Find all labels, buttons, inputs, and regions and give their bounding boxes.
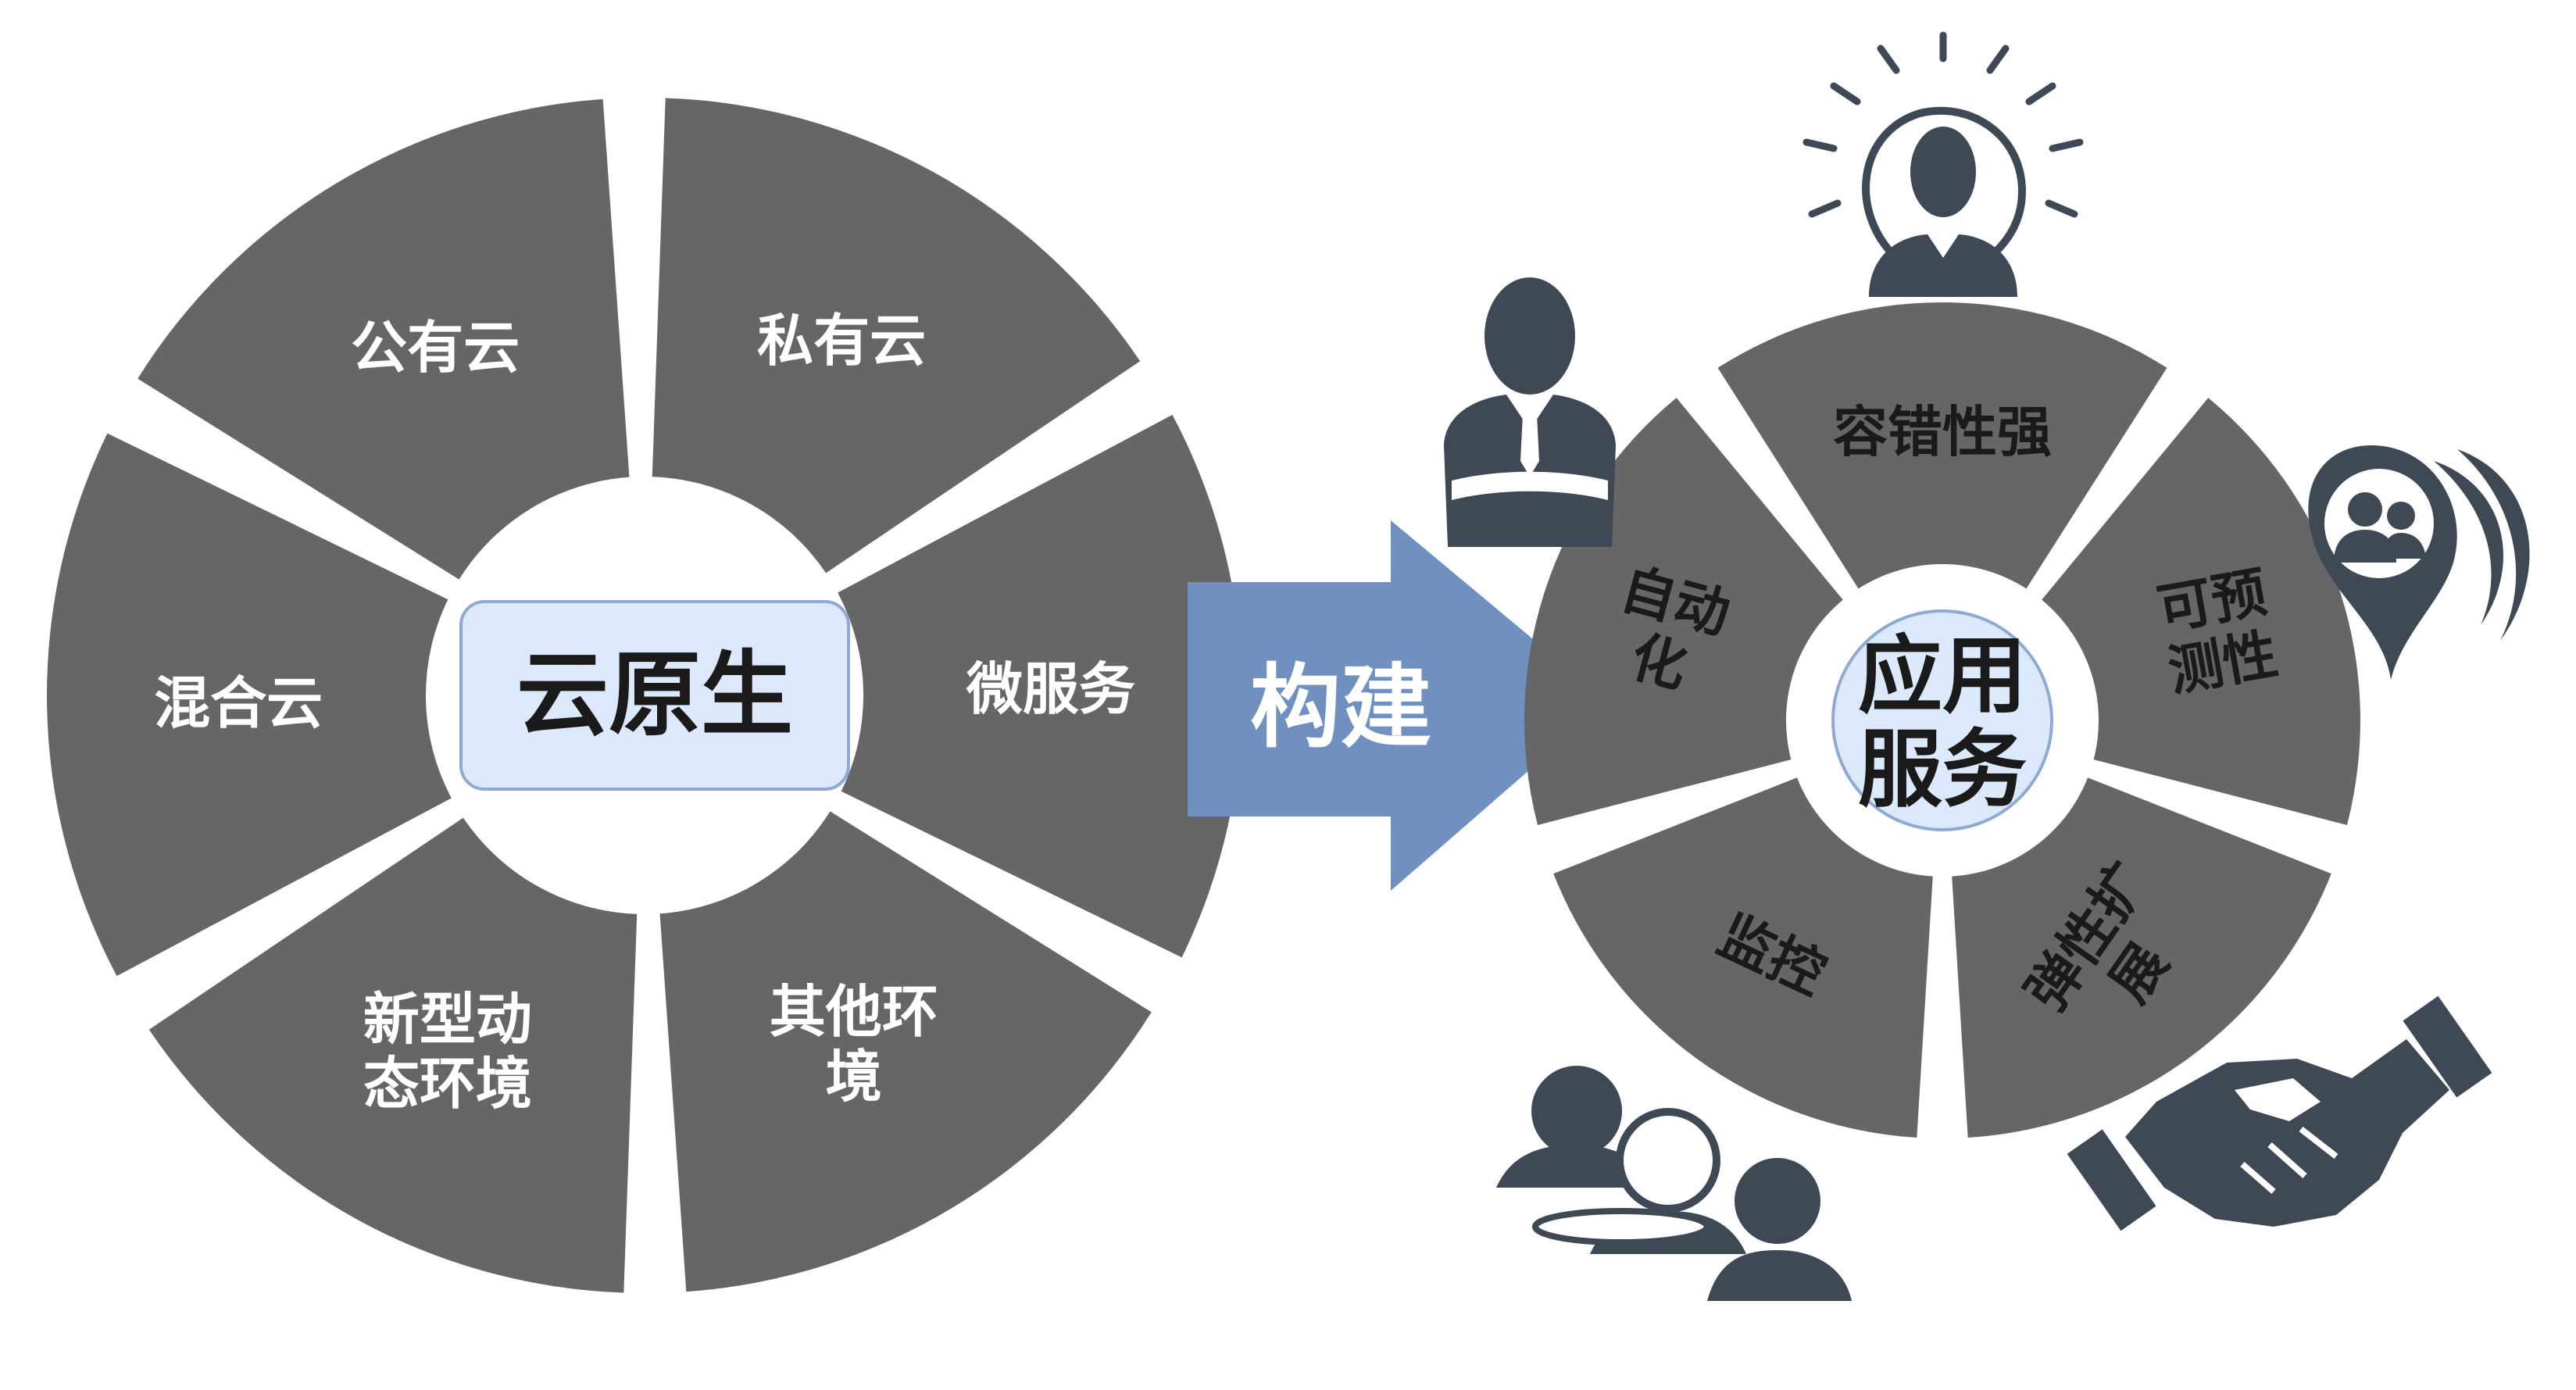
segment-label-other-env-2: 境: [826, 1044, 882, 1109]
center-line-2: 服务: [1858, 721, 2027, 819]
segment-new-dynamic-env: [148, 817, 638, 1293]
segment-label-new-dynamic-env-1: 新型动: [363, 986, 532, 1052]
segment-other-env: [659, 811, 1152, 1292]
handshake-icon: [2067, 995, 2492, 1231]
segment-label-public-1: 公有云: [351, 315, 520, 381]
segment-predictability: [2042, 398, 2360, 825]
segment-hybrid: [46, 433, 452, 977]
arrow-shape: [1188, 520, 1608, 891]
center-box: [459, 600, 850, 791]
segment-label-private-1: 私有云: [757, 308, 926, 373]
segment-microservice: [838, 414, 1242, 958]
businessman-arms-crossed-icon: [1444, 277, 1616, 547]
location-pin-people-icon: [2308, 445, 2530, 680]
segment-label-fault-tolerance-1: 容错性强: [1833, 400, 2052, 464]
segment-private: [652, 98, 1141, 574]
segment-label-microservice-1: 微服务: [966, 656, 1135, 722]
team-meeting-icon: [1496, 1066, 1852, 1301]
center-label: 云原生: [516, 641, 793, 749]
cloud-native-center: 云原生: [459, 600, 850, 791]
segment-label-other-env-1: 其他环: [770, 979, 938, 1045]
build-arrow: 构建: [1188, 520, 1608, 891]
segment-monitoring: [1553, 777, 1933, 1138]
app-service-center: 应用 服务: [1831, 609, 2053, 831]
segment-elastic-scaling: [1952, 777, 2331, 1138]
segment-label-hybrid-1: 混合云: [154, 670, 323, 736]
arrow-label: 构建: [1250, 655, 1431, 760]
segment-public: [138, 98, 630, 580]
center-circle: [1831, 609, 2053, 831]
lightbulb-person-icon: [1802, 31, 2084, 297]
center-line-1: 应用: [1858, 627, 2027, 725]
segment-label-new-dynamic-env-2: 态环境: [363, 1051, 532, 1117]
segment-fault-tolerance: [1717, 302, 2167, 589]
